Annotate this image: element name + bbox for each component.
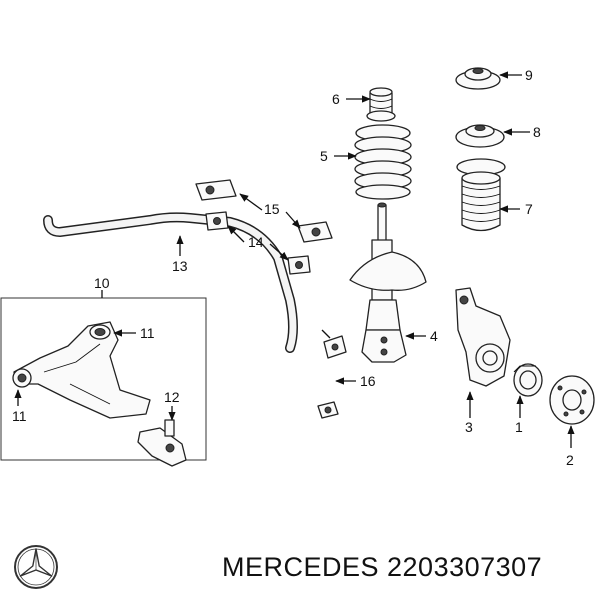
part-9-top-mount — [455, 67, 501, 90]
callout-10: 10 — [94, 275, 110, 291]
callout-15: 15 — [264, 201, 280, 217]
part-3-knuckle — [455, 287, 511, 387]
part-15-bushing-brackets — [195, 179, 333, 243]
callout-numbers: 1 2 3 4 5 6 7 8 9 10 11 11 12 13 14 15 1… — [12, 67, 574, 468]
callout-5: 5 — [320, 148, 328, 164]
leader-lines — [14, 71, 575, 448]
part-5-coil-spring — [354, 124, 412, 200]
callout-9: 9 — [525, 67, 533, 83]
callout-4: 4 — [430, 328, 438, 344]
part-7-dust-boot — [456, 158, 506, 232]
callout-16: 16 — [360, 373, 376, 389]
part-4-strut — [349, 202, 427, 363]
part-8-spring-seat — [455, 124, 505, 148]
part-10-control-arm-box — [0, 297, 207, 461]
callout-11-left: 11 — [12, 408, 27, 424]
callout-8: 8 — [533, 124, 541, 140]
callout-14: 14 — [248, 234, 264, 250]
callout-11-top: 11 — [140, 325, 155, 341]
part-16-stabilizer-links — [317, 329, 347, 419]
callout-1: 1 — [515, 419, 523, 435]
part-number-label: MERCEDES 2203307307 — [222, 552, 543, 582]
part-6-bump-stop — [366, 87, 396, 122]
callout-12: 12 — [164, 389, 180, 405]
callout-7: 7 — [525, 201, 533, 217]
callout-13: 13 — [172, 258, 188, 274]
part-1-bearing — [513, 363, 543, 397]
callout-6: 6 — [332, 91, 340, 107]
part-14-bushings — [205, 211, 311, 275]
callout-2: 2 — [566, 452, 574, 468]
part-2-hub — [549, 375, 595, 425]
callout-3: 3 — [465, 419, 473, 435]
mercedes-star-logo — [14, 545, 58, 589]
